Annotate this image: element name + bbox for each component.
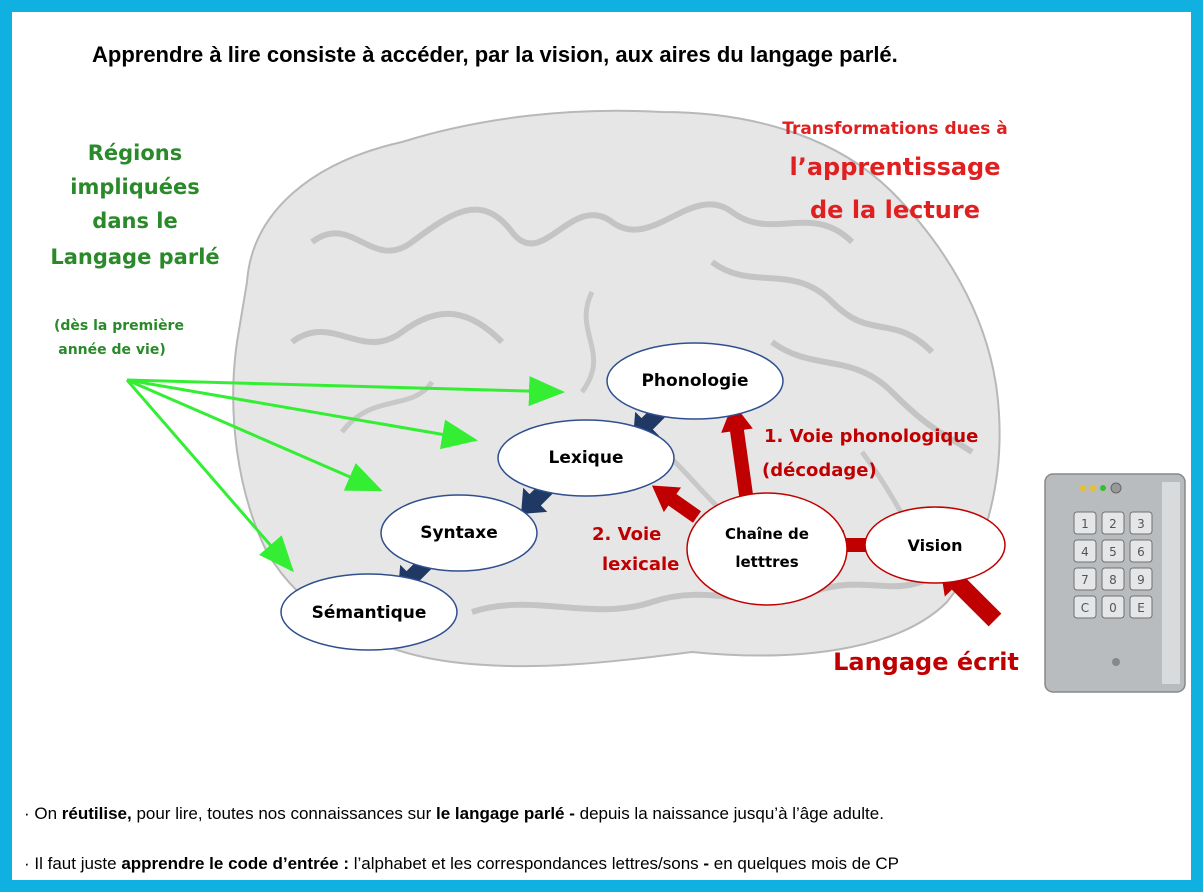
bullet-2-text-3: en quelques mois de CP [709, 854, 900, 873]
red-arrow-phono [721, 402, 754, 503]
bullet-2: · Il faut juste apprendre le code d’entr… [24, 854, 900, 873]
svg-text:6: 6 [1137, 545, 1145, 559]
keypad-key-4: 4 [1073, 539, 1097, 563]
keypad-image: 1 2 3 4 5 6 7 8 9C 0 E [1044, 473, 1186, 693]
bullet-1: · On réutilise, pour lire, toutes nos co… [24, 804, 884, 823]
bullet-2-strong-2: - [703, 854, 710, 873]
keypad-key-E: E [1129, 595, 1153, 619]
node-phonologie: Phonologie [606, 342, 784, 420]
voie-lex-line1: 2. Voie [592, 524, 661, 545]
svg-text:4: 4 [1081, 545, 1089, 559]
left-label-line1: Régions [88, 141, 183, 165]
voie-phono-line1: 1. Voie phonologique [764, 426, 978, 447]
slide-title: Apprendre à lire consiste à accéder, par… [92, 42, 898, 67]
node-lexique-label: Lexique [549, 448, 624, 468]
svg-text:2: 2 [1109, 517, 1117, 531]
node-chaine-line2: letttres [735, 553, 798, 571]
node-semantique: Sémantique [280, 573, 458, 651]
right-label-line1: Transformations dues à [782, 119, 1008, 139]
node-lexique: Lexique [497, 419, 675, 497]
left-label-line2: impliquées [70, 175, 199, 199]
keypad-key-9: 9 [1129, 567, 1153, 591]
keypad-key-5: 5 [1101, 539, 1125, 563]
green-arrows [125, 376, 565, 573]
svg-text:7: 7 [1081, 573, 1089, 587]
node-vision-label: Vision [908, 536, 963, 555]
svg-text:3: 3 [1137, 517, 1145, 531]
voie-phono-line2: (décodage) [762, 460, 877, 481]
node-syntaxe-label: Syntaxe [420, 523, 498, 543]
svg-text:8: 8 [1109, 573, 1117, 587]
keypad-key-7: 7 [1073, 567, 1097, 591]
langage-ecrit-label: Langage écrit [833, 648, 1019, 676]
keypad-screw [1112, 658, 1120, 666]
bullet-1-strong-1: réutilise, [61, 804, 132, 823]
right-label: Transformations dues à l’apprentissage d… [782, 119, 1008, 224]
node-vision: Vision [864, 506, 1006, 584]
reading-diagram: Régions impliquées dans le Langage parlé… [50, 109, 1186, 693]
keypad-key-8: 8 [1101, 567, 1125, 591]
svg-text:5: 5 [1109, 545, 1117, 559]
keypad-key-C: C [1073, 595, 1097, 619]
keypad-key-1: 1 [1073, 511, 1097, 535]
bullet-2-strong-1: apprendre le code d’entrée : [121, 854, 350, 873]
bullet-2-text-2: l’alphabet et les correspondances lettre… [349, 854, 704, 873]
keypad-key-3: 3 [1129, 511, 1153, 535]
keypad-sensor [1110, 482, 1122, 494]
red-arrow-lexical [651, 485, 702, 523]
node-chaine: Chaîne de letttres [686, 492, 848, 606]
keypad-key-6: 6 [1129, 539, 1153, 563]
node-syntaxe: Syntaxe [380, 494, 538, 572]
voie-lex-line2: lexicale [602, 554, 679, 575]
keypad-led-1 [1080, 485, 1086, 491]
keypad-led-2 [1090, 485, 1096, 491]
green-arrow-syntaxe [126, 378, 383, 492]
keypad-key-0: 0 [1101, 595, 1125, 619]
svg-text:C: C [1081, 601, 1089, 615]
green-arrow-semantique [125, 379, 294, 573]
svg-text:0: 0 [1109, 601, 1117, 615]
bullet-1-strong-2: le langage parlé - [436, 804, 575, 823]
keypad-key-2: 2 [1101, 511, 1125, 535]
bullet-2-text-1: Il faut juste [34, 854, 122, 873]
bullet-1-text-2: pour lire, toutes nos connaissances sur [131, 804, 436, 823]
keypad-led-3 [1100, 485, 1106, 491]
right-label-line2: l’apprentissage [789, 153, 1000, 181]
left-label-sub2: année de vie) [58, 342, 165, 358]
green-arrow-lexique [126, 378, 478, 450]
node-phonologie-label: Phonologie [641, 371, 748, 391]
right-label-line3: de la lecture [810, 196, 980, 224]
green-arrow-phonologie [126, 376, 565, 407]
svg-text:E: E [1137, 601, 1145, 615]
node-semantique-label: Sémantique [312, 603, 427, 623]
bullet-1-text-1: On [34, 804, 62, 823]
route-labels: 1. Voie phonologique (décodage) 2. Voie … [592, 426, 978, 575]
svg-text:1: 1 [1081, 517, 1089, 531]
bullet-1-text-3: depuis la naissance jusqu’à l’âge adulte… [574, 804, 884, 823]
left-label-sub1: (dès la première [54, 318, 184, 334]
left-label-line4: Langage parlé [50, 245, 219, 269]
left-label: Régions impliquées dans le Langage parlé… [50, 141, 219, 358]
left-label-line3: dans le [92, 209, 177, 233]
svg-text:9: 9 [1137, 573, 1145, 587]
node-chaine-line1: Chaîne de [725, 525, 809, 543]
